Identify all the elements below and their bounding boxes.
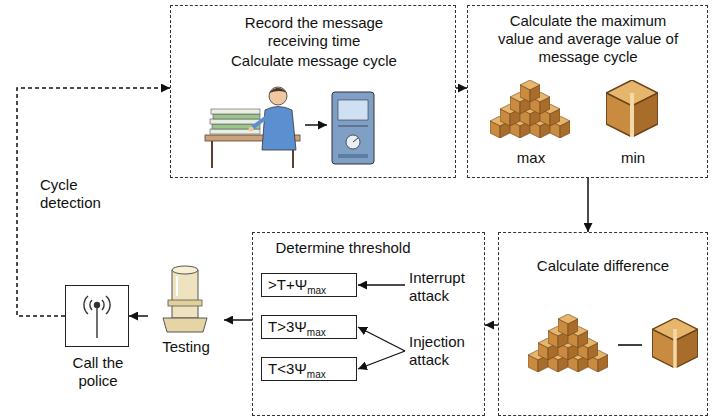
node-text: Call the police: [63, 354, 133, 390]
node-subtext: min: [603, 149, 663, 167]
flow-connector: [587, 178, 589, 232]
antenna-icon: [84, 296, 110, 338]
node-text: T>3Ψmax: [268, 318, 350, 336]
node-text: T<3Ψmax: [268, 360, 350, 378]
flow-connector: [485, 324, 498, 326]
worker-illustration: [205, 87, 300, 168]
testing-icon: [163, 266, 207, 332]
node-text: Calculate difference: [499, 257, 707, 275]
flow-arrow: [305, 124, 327, 126]
node-text: Determine threshold: [267, 239, 419, 257]
alarm-box: Call the police: [65, 285, 129, 347]
threshold-box: >T+Ψmax: [261, 273, 357, 297]
single-box: [652, 318, 697, 368]
threshold-box: T<3Ψmax: [261, 357, 357, 381]
cube-pile: [490, 80, 570, 138]
process-panel: Determine thresholdInterrupt attackInjec…: [252, 232, 485, 416]
annotation-label: Cycle detection: [40, 176, 114, 212]
node-subtext: Interrupt attack: [409, 269, 481, 305]
leader-arrow: [358, 284, 405, 285]
testing-node: Testing: [148, 258, 224, 358]
flow-connector: [456, 87, 467, 89]
node-text: >T+Ψmax: [268, 276, 350, 294]
leader-arrow: [358, 351, 405, 369]
cube-pile: [528, 314, 608, 372]
server-illustration: [332, 92, 374, 164]
node-text: Record the message receiving time: [224, 14, 404, 50]
node-text: Calculate the maximum value and average …: [493, 12, 683, 66]
node-subtext: max: [501, 149, 561, 167]
process-panel: Calculate difference: [498, 232, 708, 416]
minus-sign: [618, 344, 642, 346]
process-panel: Record the message receiving timeCalcula…: [170, 5, 456, 178]
single-box: [606, 80, 658, 137]
leader-arrow: [358, 327, 405, 351]
node-subtext: Calculate message cycle: [191, 52, 437, 70]
threshold-box: T>3Ψmax: [261, 315, 357, 339]
process-panel: Calculate the maximum value and average …: [467, 5, 708, 178]
feedback-connector: [17, 88, 170, 316]
flow-connector: [224, 319, 252, 321]
flow-connector: [129, 315, 148, 317]
node-subtext: Injection attack: [409, 333, 481, 369]
node-text: Testing: [148, 338, 224, 356]
